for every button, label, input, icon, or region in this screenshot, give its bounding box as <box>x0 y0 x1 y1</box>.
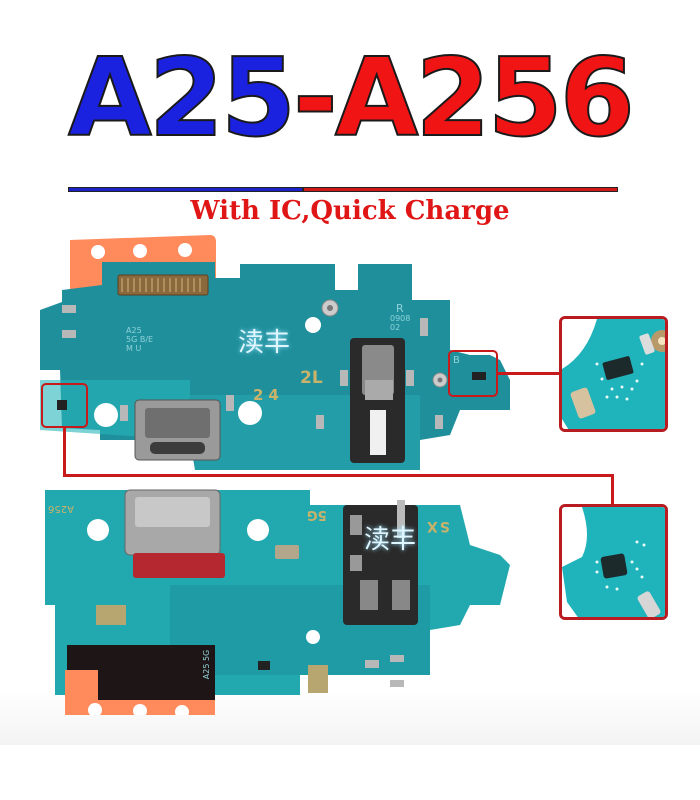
left-ic-highlight <box>41 383 88 428</box>
top-silk-b: B <box>453 355 460 366</box>
subtitle: With IC,Quick Charge <box>190 196 510 226</box>
connector-line-top-right <box>498 372 560 375</box>
bottom-silk-sx: SX <box>425 518 450 534</box>
ic-detail-image-bottom <box>562 507 665 617</box>
underline-red <box>303 187 618 192</box>
top-silk-2l: 2L <box>300 368 323 388</box>
ic-detail-image-top <box>562 319 665 429</box>
bottom-charging-board <box>45 489 510 715</box>
title-model-a256: A256 <box>334 36 636 161</box>
top-silk-code: 0908 02 <box>390 314 411 332</box>
connector-line-left-vertical <box>63 427 66 477</box>
title-model-a25: A25 <box>67 36 297 161</box>
page-title: A25-A256 <box>0 44 700 154</box>
product-image-canvas: A25-A256 With IC,Quick Charge <box>0 0 700 745</box>
underline-blue <box>68 187 303 192</box>
callout-top-right-ic-detail <box>559 316 668 432</box>
connector-line-horizontal <box>63 474 613 477</box>
title-dash: - <box>292 36 339 161</box>
top-board-watermark: 渎丰 <box>238 328 291 358</box>
connector-line-right-vertical <box>611 474 614 506</box>
title-underline <box>68 187 618 192</box>
callout-bottom-right-ic-detail <box>559 504 668 620</box>
bottom-silk-5g: 5G <box>307 507 327 522</box>
top-silk-24: 24 <box>253 386 284 404</box>
bottom-board-watermark: 渎丰 <box>364 525 417 555</box>
top-silk-r: R <box>396 302 404 315</box>
right-ic-highlight <box>448 350 498 397</box>
bottom-silk-a25: A25 5G <box>202 649 212 680</box>
top-silk-model: A25 5G B/E M U <box>126 326 154 353</box>
top-charging-board <box>40 235 510 470</box>
bottom-silk-model: A256 <box>48 503 74 514</box>
